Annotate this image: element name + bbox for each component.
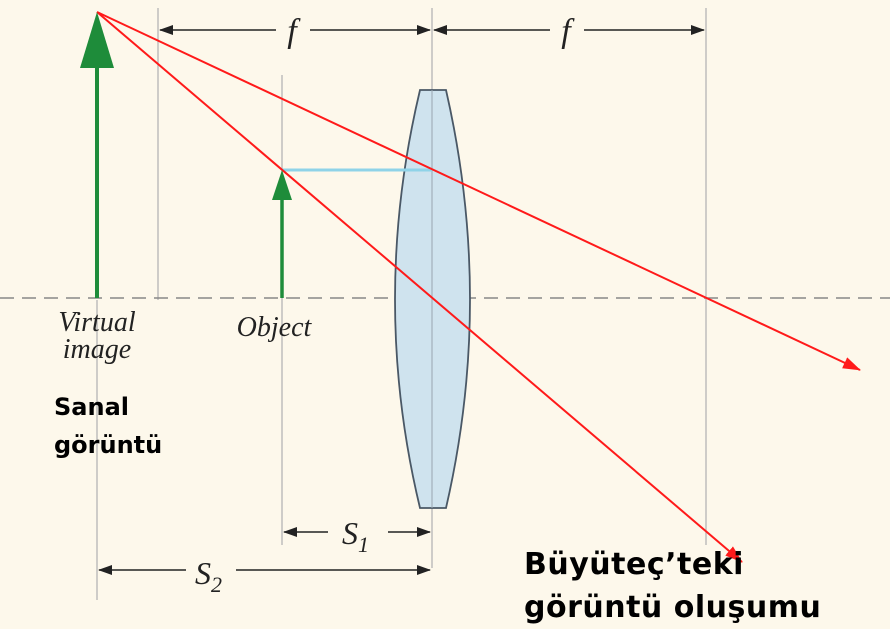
s1-label: S1 bbox=[342, 515, 369, 557]
focal-label-left: f bbox=[287, 13, 301, 50]
virtual-image-label-line1: Virtual bbox=[58, 307, 135, 338]
caption-sanal-line2: görüntü bbox=[54, 431, 163, 459]
caption-buyutec: Büyüteç’teki görüntü oluşumu bbox=[524, 543, 821, 629]
focal-label-right: f bbox=[561, 13, 575, 50]
object-arrow-head bbox=[272, 170, 292, 200]
caption-sanal-line1: Sanal bbox=[54, 393, 129, 421]
object-label: Object bbox=[237, 312, 313, 343]
s2-label: S2 bbox=[195, 555, 222, 597]
virtual-image-label-line2: image bbox=[63, 334, 131, 365]
caption-buyutec-line1: Büyüteç’teki bbox=[524, 547, 744, 582]
virtual-image-arrow-head bbox=[80, 12, 114, 68]
ray-through-focus bbox=[96, 11, 861, 371]
ray-through-center bbox=[96, 11, 743, 563]
caption-buyutec-line2: görüntü oluşumu bbox=[524, 590, 822, 625]
caption-sanal-goruntu: Sanal görüntü bbox=[54, 388, 162, 464]
